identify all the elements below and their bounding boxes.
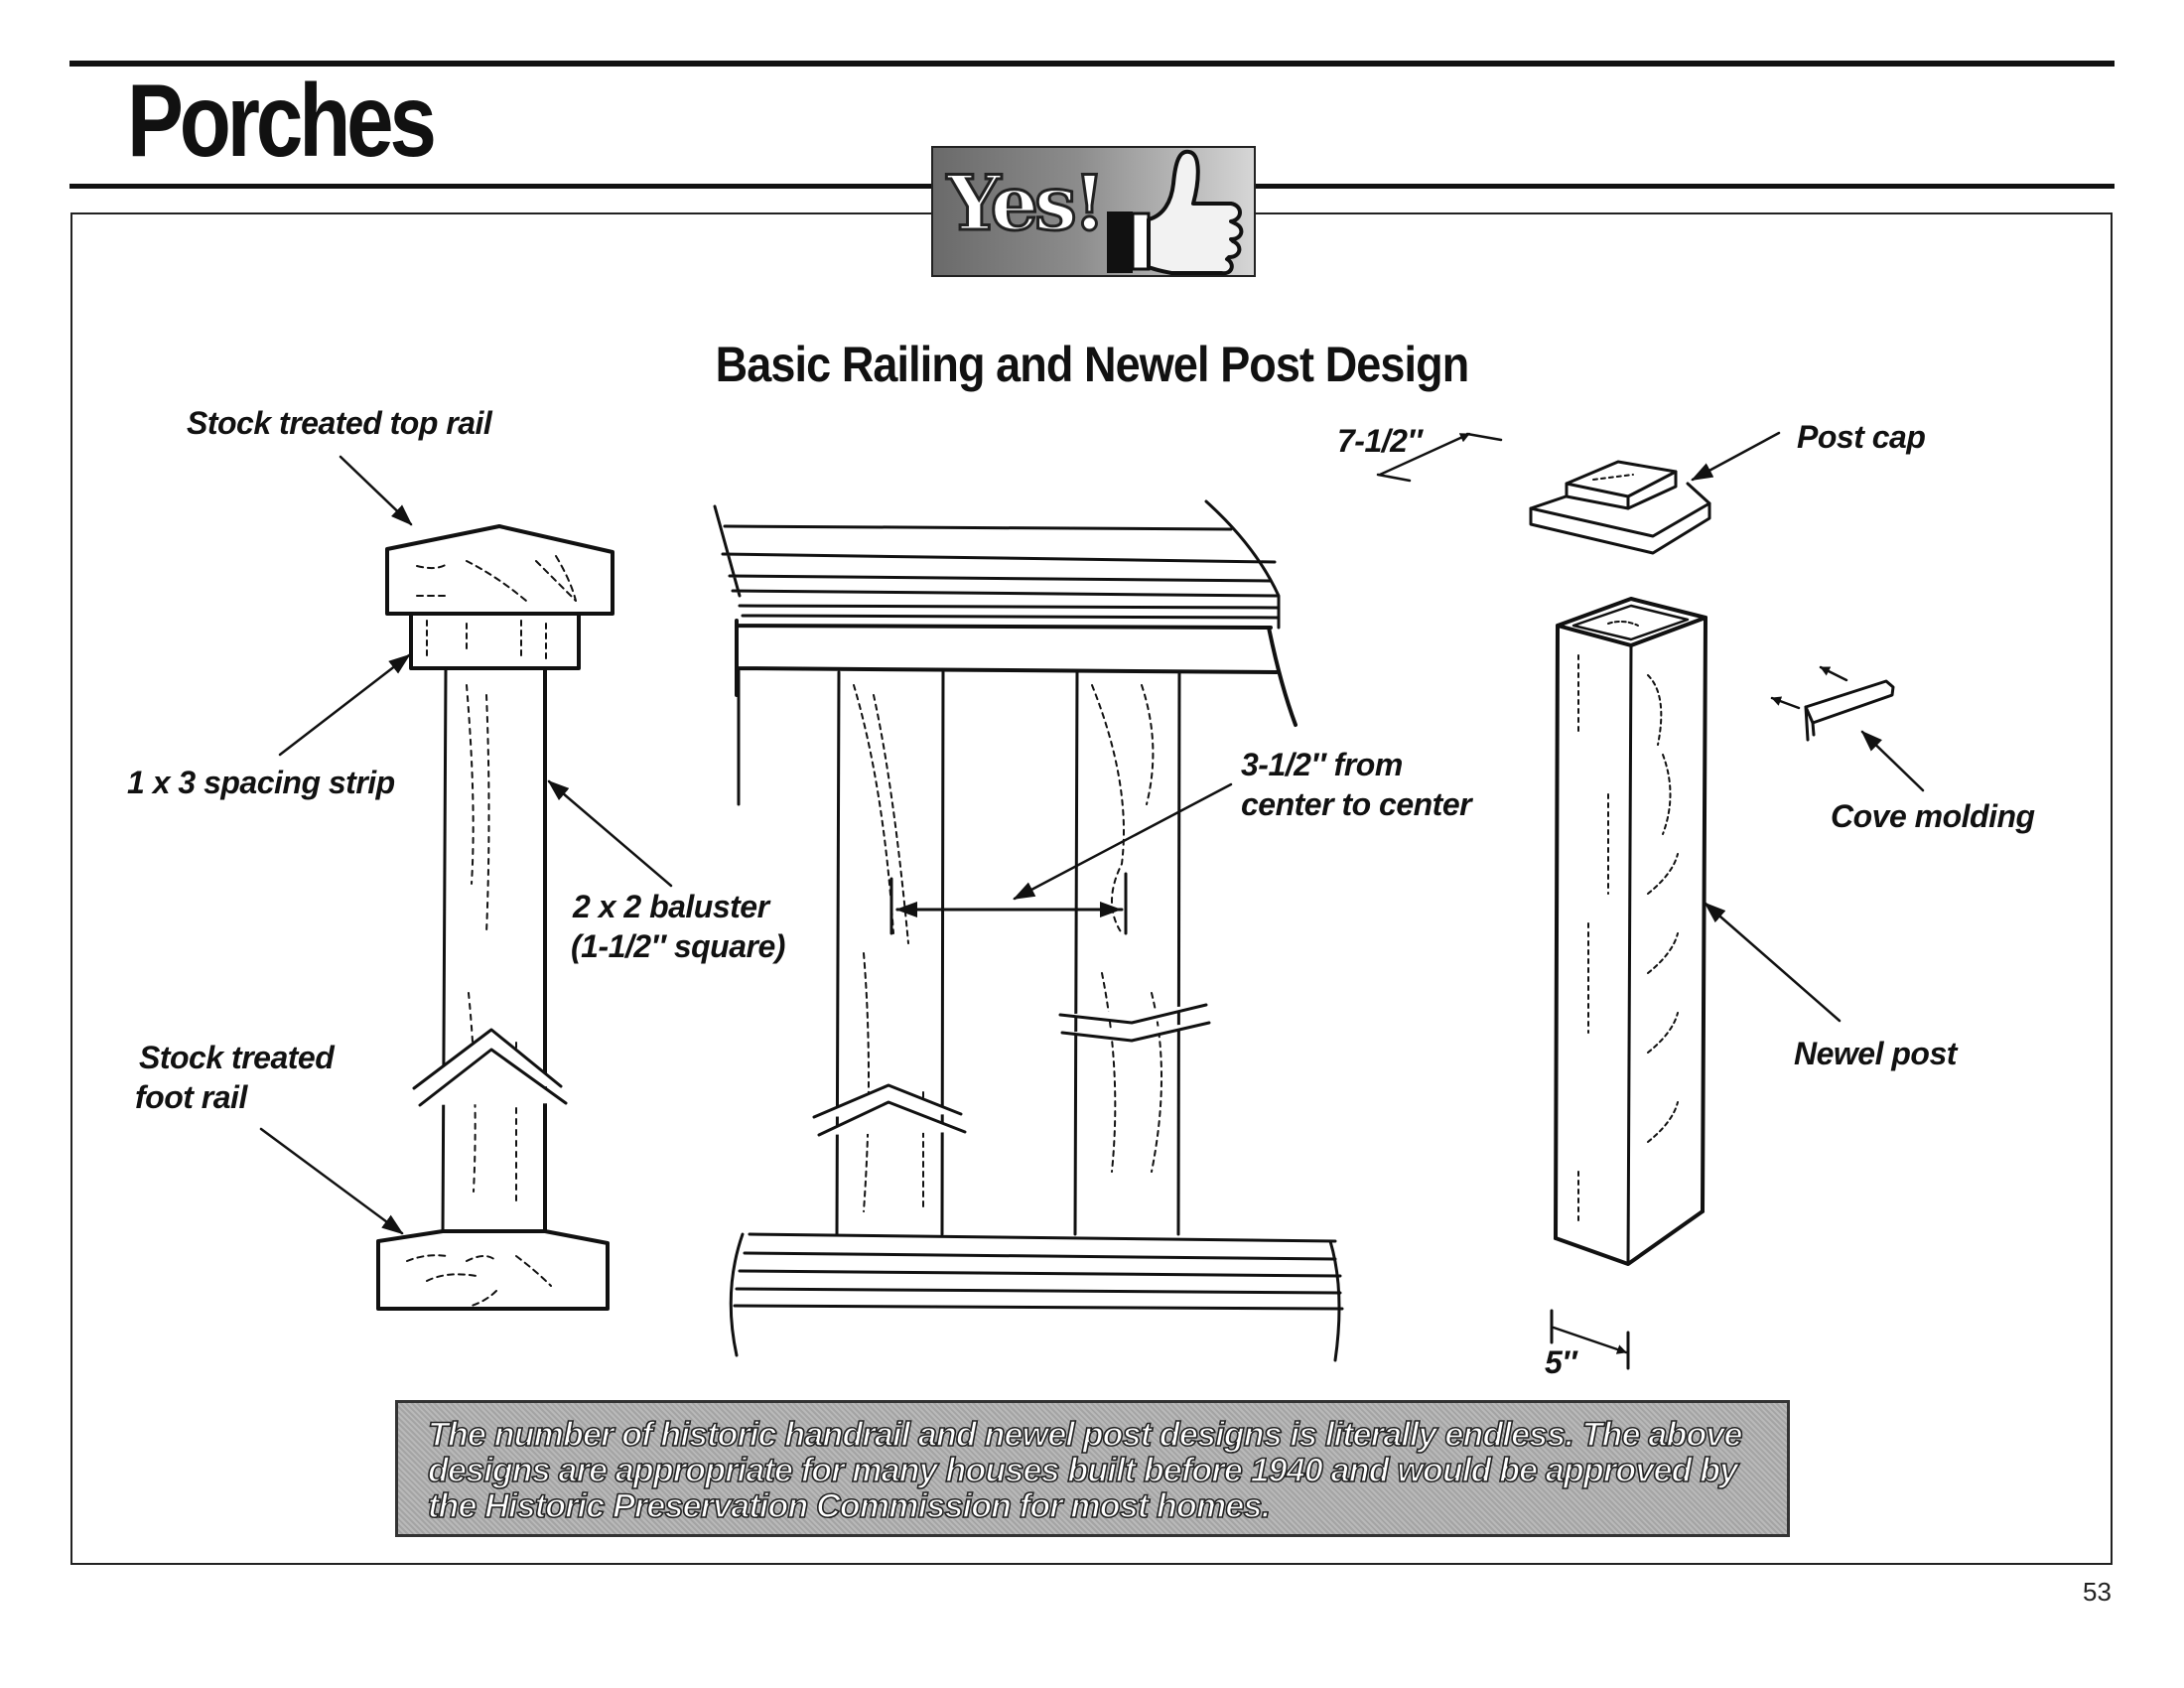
leader-cove-molding [1860,730,1925,792]
baluster-end-view [412,666,568,1236]
handrail-front-view [713,499,1297,806]
caption-box: The number of historic handrail and newe… [395,1400,1790,1537]
leader-foot-rail [259,1127,404,1235]
label-baluster-line2: (1-1/2″ square) [571,928,785,964]
header-top-rule [69,61,2115,67]
cove-molding [1770,665,1895,742]
label-top-rail: Stock treated top rail [187,405,492,441]
diagram-title: Basic Railing and Newel Post Design [715,337,1470,392]
leader-post-cap [1691,431,1781,482]
label-cove-molding: Cove molding [1831,798,2035,834]
baluster-right-front [1058,670,1211,1236]
leader-baluster [547,779,673,888]
thumbs-up-icon [1107,149,1244,276]
center-spacing-dimension [889,782,1233,935]
label-cap-width: 7-1/2″ [1337,423,1423,459]
post-cap [1529,460,1711,555]
page-number: 53 [2083,1577,2112,1607]
leader-spacing-strip [278,653,411,757]
spacing-strip [409,612,581,670]
label-post-width: 5″ [1545,1344,1577,1380]
label-baluster-line1: 2 x 2 baluster [573,889,769,924]
bottom-rail-front-view [729,1232,1344,1362]
leader-newel-post [1704,902,1842,1023]
leader-spacing [1013,782,1233,901]
label-spacing-strip: 1 x 3 spacing strip [127,765,395,800]
label-spacing-line2: center to center [1241,786,1472,822]
label-foot-rail-line1: Stock treated [139,1040,335,1075]
page-title: Porches [127,64,437,179]
label-post-cap: Post cap [1797,419,1926,455]
badge-label: Yes! [945,159,1107,247]
post-width-dimension [1550,1309,1630,1370]
label-newel-post: Newel post [1794,1036,1957,1071]
newel-post [1554,597,1707,1266]
caption-text: The number of historic handrail and newe… [427,1416,1743,1525]
leader-top-rail [339,455,413,526]
cap-width-dimension [1376,432,1503,483]
foot-rail-section [376,1229,610,1311]
label-foot-rail-line2: foot rail [135,1079,247,1115]
top-rail-section [385,524,614,616]
label-spacing-line1: 3-1/2″ from [1241,747,1403,782]
approval-badge: Yes! [931,146,1256,277]
baluster-left-front [812,670,967,1236]
